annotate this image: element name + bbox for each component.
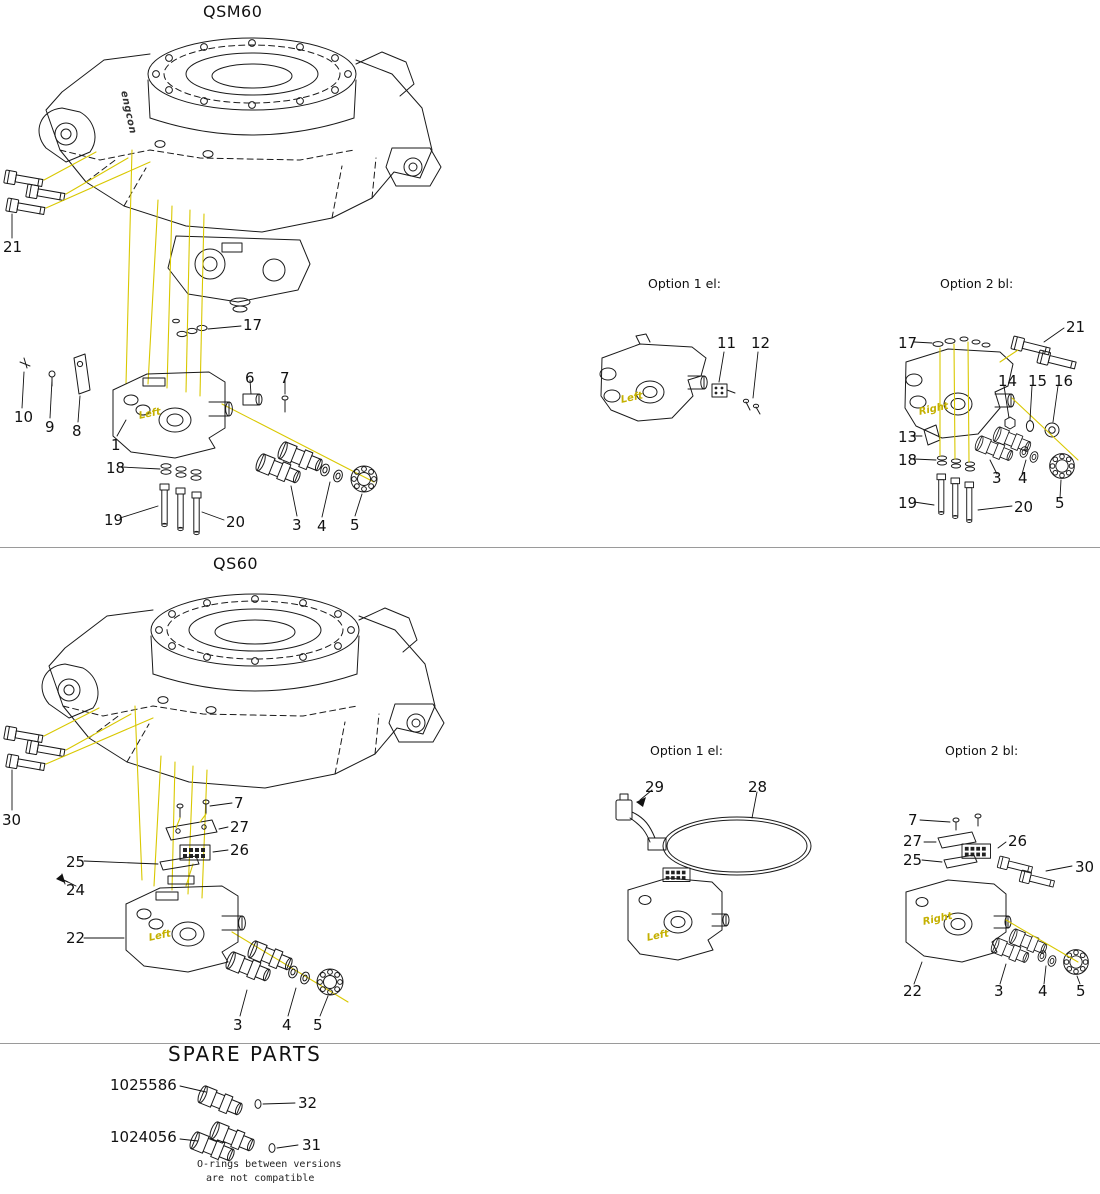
qsm60-option2-callout-15: 15 xyxy=(1028,372,1048,390)
qs60-callout-3: 3 xyxy=(233,1016,243,1034)
qsm60-callout-19: 19 xyxy=(104,511,124,529)
qs60-option2-callout-22: 22 xyxy=(903,982,923,1000)
qs60-option2-callout-26: 26 xyxy=(1008,832,1028,850)
qsm60-callout-8: 8 xyxy=(72,422,82,440)
qs60-option2-callout-3: 3 xyxy=(994,982,1004,1000)
qsm60-option2-callout-21: 21 xyxy=(1066,318,1086,336)
qsm60-option2-callout-3: 3 xyxy=(992,469,1002,487)
qsm60-callout-6: 6 xyxy=(245,369,255,387)
qs60-callout-24: 24 xyxy=(66,881,86,899)
qs60-callout-4: 4 xyxy=(282,1016,292,1034)
qsm60-callout-17: 17 xyxy=(243,316,263,334)
qs60-option2-callout-25: 25 xyxy=(903,851,923,869)
qsm60-callout-21: 21 xyxy=(3,238,23,256)
qs60-callout-5: 5 xyxy=(313,1016,323,1034)
qsm60-callout-3: 3 xyxy=(292,516,302,534)
qs60-callout-26: 26 xyxy=(230,841,250,859)
qs60-option1-callout-28: 28 xyxy=(748,778,768,796)
spare-parts-title: SPARE PARTS xyxy=(168,1042,322,1066)
qs60-option2-label: Option 2 bl: xyxy=(945,743,1019,758)
qs60-valve-assembly-drawing xyxy=(56,799,344,1017)
qsm60-option2-callout-13: 13 xyxy=(898,428,918,446)
qsm60-callout-10: 10 xyxy=(14,408,34,426)
spare-part-callout-31: 31 xyxy=(302,1136,322,1154)
qsm60-option2-callout-17: 17 xyxy=(898,334,918,352)
qsm60-callout-18: 18 xyxy=(106,459,126,477)
spare-part-callout-32: 32 xyxy=(298,1094,318,1112)
qsm60-option2-callout-14: 14 xyxy=(998,372,1018,390)
qs60-option2-callout-30: 30 xyxy=(1075,858,1095,876)
qsm60-callout-9: 9 xyxy=(45,418,55,436)
qs60-callout-7: 7 xyxy=(234,794,244,812)
qsm60-housing-drawing xyxy=(3,37,442,483)
qs60-option1-label: Option 1 el: xyxy=(650,743,723,758)
qsm60-callout-20: 20 xyxy=(226,513,246,531)
qsm60-option2-callout-16: 16 xyxy=(1054,372,1074,390)
qsm60-option1-drawing xyxy=(599,333,761,422)
qsm60-option2-callout-18: 18 xyxy=(898,451,918,469)
qsm60-option2-label: Option 2 bl: xyxy=(940,276,1014,291)
qsm60-option2-callout-5: 5 xyxy=(1055,494,1065,512)
qs60-option2-callout-27: 27 xyxy=(903,832,923,850)
qs60-option2-callout-7: 7 xyxy=(908,811,918,829)
qsm60-option2-callout-4: 4 xyxy=(1018,469,1028,487)
spare-part-number-2: 1024056 xyxy=(110,1128,177,1146)
qsm60-callout-4: 4 xyxy=(317,517,327,535)
qs60-option2-callout-5: 5 xyxy=(1076,982,1086,1000)
qs60-option2-callout-4: 4 xyxy=(1038,982,1048,1000)
section-divider-1 xyxy=(0,547,1100,548)
qsm60-callout-5: 5 xyxy=(350,516,360,534)
qs60-option2-drawing xyxy=(905,813,1089,985)
qsm60-title: QSM60 xyxy=(203,2,263,21)
qsm60-valve-assembly-drawing xyxy=(11,213,378,536)
qsm60-callout-7: 7 xyxy=(280,369,290,387)
qs60-callout-25: 25 xyxy=(66,853,86,871)
qs60-option1-callout-29: 29 xyxy=(645,778,665,796)
qsm60-option1-callout-12: 12 xyxy=(751,334,771,352)
qsm60-callout-1: 1 xyxy=(111,436,121,454)
qs60-title: QS60 xyxy=(213,554,259,573)
spare-parts-note-line2: are not compatible xyxy=(206,1173,315,1184)
spare-parts-drawing xyxy=(179,1084,299,1165)
qsm60-option2-callout-20: 20 xyxy=(1014,498,1034,516)
qs60-callout-30: 30 xyxy=(2,811,22,829)
qsm60-option2-callout-19: 19 xyxy=(898,494,918,512)
qs60-callout-27: 27 xyxy=(230,818,250,836)
qsm60-option1-label: Option 1 el: xyxy=(648,276,721,291)
spare-parts-note-line1: O-rings between versions xyxy=(197,1159,342,1170)
qs60-option1-drawing xyxy=(615,789,812,961)
qsm60-option1-callout-11: 11 xyxy=(717,334,737,352)
qs60-callout-22: 22 xyxy=(66,929,86,947)
spare-part-number-1: 1025586 xyxy=(110,1076,177,1094)
qsm60-option2-drawing xyxy=(904,327,1079,523)
section-divider-2 xyxy=(0,1043,1100,1044)
